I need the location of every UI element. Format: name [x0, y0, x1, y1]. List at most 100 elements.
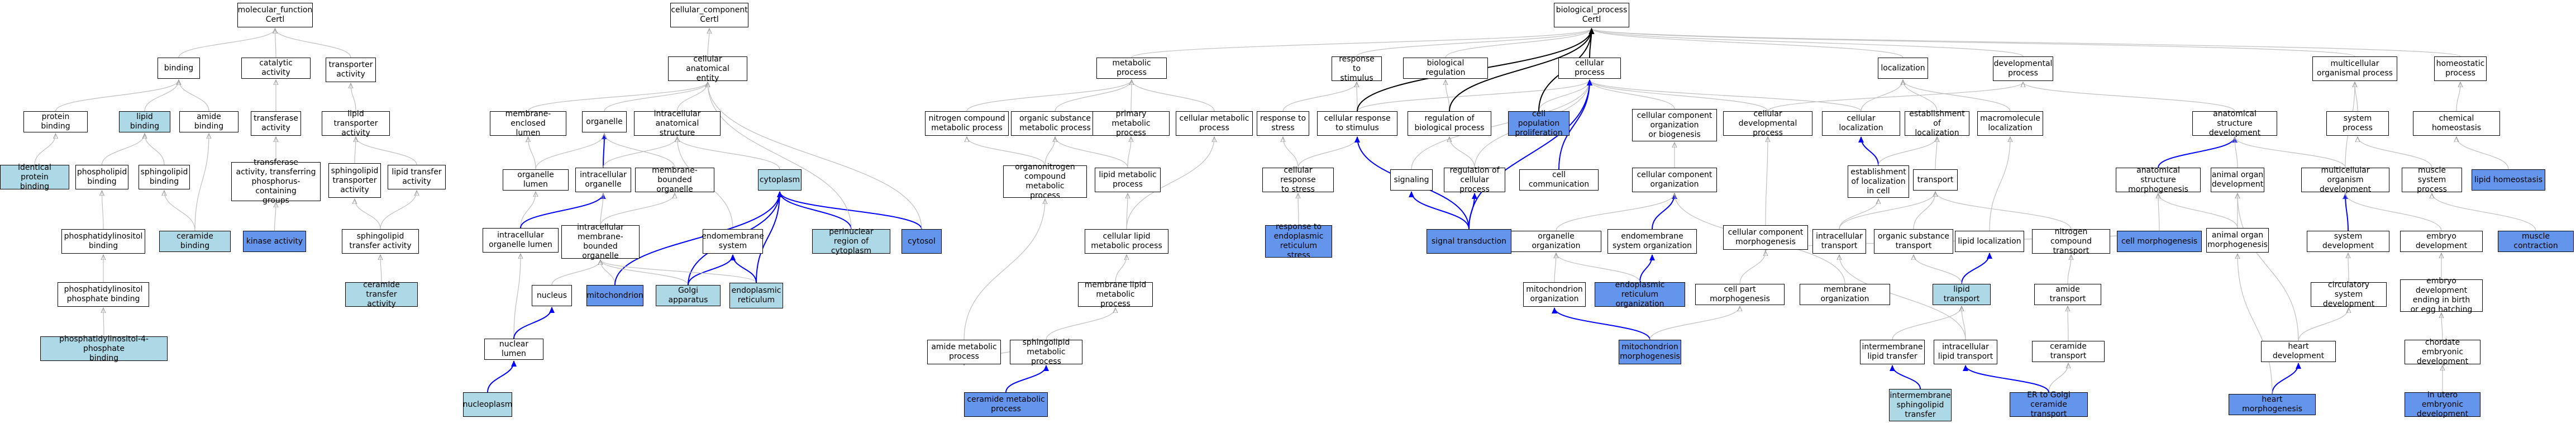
edge-muscle_contraction-to-muscle_system [2432, 193, 2536, 231]
node-circulatory-system-development: circulatory system development [2311, 281, 2387, 308]
edge-mito_morph-to-cell_part_morph [1649, 306, 1740, 340]
node-nitrogen-compound-transport: nitrogen compound transport [2032, 227, 2110, 255]
edge-lipid_transport-to-lipid_localization [1961, 253, 1992, 284]
node-intracellular-membrane-bounded-organelle: intracellular membrane-bounded organelle [561, 223, 640, 260]
node-nucleus: nucleus [532, 285, 572, 306]
edge-ic_organelle_lumen-to-organelle_lumen [520, 192, 536, 229]
node-cell-part-morphogenesis: cell part morphogenesis [1695, 284, 1785, 305]
node-embryo-development: embryo development [2400, 231, 2483, 252]
node-endoplasmic-reticulum: endoplasmic reticulum [729, 283, 783, 308]
edge-cell_dev-to-cellular_process [1590, 80, 1768, 112]
node-in-utero-embryonic-development: in utero embryonic development [2405, 391, 2480, 419]
node-regulation-of-cellular-process: regulation of cellular process [1444, 166, 1505, 194]
edge-protein_binding-to-binding [55, 80, 179, 112]
edge-sphingolipid_transporter-to-lipid_transporter [355, 137, 356, 164]
edge-ceramide_binding-to-sphingolipid_binding [164, 191, 195, 231]
edge-lipid_localization-to-macromol_loc [1989, 137, 2010, 231]
edge-ic_organelle-to-ic_anat [603, 137, 678, 168]
node-chordate-embryonic-development: chordate embryonic development [2405, 338, 2480, 366]
edge-bio_reg-to-bp [1445, 28, 1592, 58]
node-muscle-contraction: muscle contraction [2498, 231, 2574, 252]
edge-metabolic-to-bp [1131, 28, 1592, 58]
node-cellular-response-to-stimulus: cellular response to stimulus [1317, 111, 1397, 136]
node-perinuclear-region: perinuclear region of cytoplasm [812, 227, 890, 255]
node-mitochondrion-organization: mitochondrion organization [1523, 282, 1586, 307]
edge-binding-to-mf [178, 28, 275, 58]
node-nucleoplasm: nucleoplasm [463, 392, 512, 417]
edge-cellular_process-to-bp [1588, 28, 1595, 58]
node-transferase-phosphorus: transferase activity, transferring phosp… [231, 158, 321, 205]
node-metabolic-process: metabolic process [1096, 58, 1167, 79]
edge-cytosol-to-cytoplasm [777, 191, 922, 230]
edge-reg_bio-to-bio_reg [1446, 80, 1450, 112]
node-primary-metabolic: primary metabolic process [1093, 110, 1170, 137]
node-cell-morphogenesis: cell morphogenesis [2117, 231, 2202, 252]
node-heart-morphogenesis: heart morphogenesis [2229, 394, 2316, 415]
edge-cell_morph-to-anat_struct_morph [2158, 193, 2159, 231]
node-homeostatic-process: homeostatic process [2434, 56, 2487, 81]
edge-er_golgi_ceramide-to-ceramide_transport [2048, 363, 2068, 393]
edge-cell_part_morph-to-cc_morph [1739, 251, 1766, 284]
edge-cell_resp_stimulus-to-cellular_process [1357, 80, 1590, 112]
edge-mb_organelle-to-organelle [604, 134, 675, 168]
node-signal-transduction: signal transduction [1427, 229, 1511, 254]
node-intracellular-anatomical-structure: intracellular anatomical structure [634, 110, 721, 137]
edge-mito_morph-to-mito_org [1552, 307, 1650, 340]
node-organelle: organelle [582, 111, 627, 132]
edge-intermembrane_sphingolipid-to-intermembrane_transfer [1890, 365, 1921, 389]
node-membrane-enclosed-lumen: membrane-enclosed lumen [490, 110, 566, 137]
edge-organic_subst_transport-to-transport [1913, 192, 1935, 230]
node-ceramide-transport: ceramide transport [2032, 341, 2105, 362]
node-organic-substance-transport: organic substance transport [1874, 229, 1953, 254]
edge-response_stimulus-to-bp [1356, 28, 1592, 57]
node-catalytic-activity: catalytic activity [241, 58, 311, 79]
node-cellular-lipid-metabolic: cellular lipid metabolic process [1085, 229, 1168, 254]
node-lipid-transport: lipid transport [1933, 284, 1991, 305]
node-organic-substance-metabolic: organic substance metabolic process [1011, 111, 1099, 136]
edge-heart_dev-to-circ_system_dev [2298, 308, 2349, 341]
node-anatomical-structure-development: anatomical structure development [2192, 110, 2277, 137]
edge-perinuclear-to-cae [708, 82, 852, 230]
node-intracellular-transport: intracellular transport [1812, 229, 1866, 254]
edge-ic_lipid_transport-to-ic_transport [1839, 255, 1966, 340]
edge-chordate_embryonic-to-embryo_dev_birth [2441, 313, 2443, 340]
node-biological-regulation: biological regulation [1403, 58, 1488, 79]
edge-primary_met-to-metabolic [1131, 80, 1132, 112]
node-sphingolipid-binding: sphingolipid binding [139, 165, 190, 189]
edge-phospholipid_binding-to-lipid_binding [101, 134, 145, 165]
edge-lipid_homeostasis-to-chem_homeostasis [2456, 137, 2509, 170]
edge-reg_cell_proc-to-reg_bio [1449, 137, 1475, 168]
node-intermembrane-lipid-transfer: intermembrane lipid transfer [1860, 340, 1925, 364]
node-response-to-stimulus: response to stimulus [1332, 55, 1382, 83]
edge-ptdins_binding-to-phospholipid_binding [102, 191, 104, 230]
edge-macromol_loc-to-localization [1903, 80, 2011, 112]
edge-cell_resp_stress-to-response_stress [1283, 137, 1299, 168]
node-sphingolipid-metabolic: sphingolipid metabolic process [1010, 338, 1082, 366]
edge-developmental-to-bp [1592, 28, 2024, 57]
node-ceramide-binding: ceramide binding [159, 231, 231, 252]
edge-er-to-endomembrane [730, 254, 757, 283]
edge-heart_dev-to-animal_organ_dev [2238, 193, 2299, 341]
edge-organic_subst_met-to-metabolic [1055, 80, 1132, 112]
node-amide-transport: amide transport [2034, 284, 2101, 305]
edge-signal_transduction-to-signaling [1409, 191, 1470, 230]
node-cellular-process: cellular process [1558, 58, 1621, 79]
edge-cc_morph-to-cell_dev [1766, 137, 1768, 226]
node-intracellular-lipid-transport: intracellular lipid transport [1934, 340, 1997, 364]
node-cc-organization-or-biogenesis: cellular component organization or bioge… [1632, 109, 1717, 141]
edge-cellular_loc-to-localization [1861, 80, 1903, 112]
edge-response_stress-to-response_stimulus [1282, 82, 1357, 112]
edge-cytosol-to-cae [708, 82, 922, 230]
node-localization: localization [1878, 58, 1928, 79]
edge-ceramide_met-to-sphingolipid_met [1005, 365, 1049, 393]
node-establishment-of-localization: establishment of localization [1905, 110, 1969, 137]
edge-catalytic-to-mf [275, 28, 276, 58]
node-endomembrane-system: endomembrane system [702, 229, 764, 254]
edge-er-to-ic_mb_organelle [600, 260, 757, 283]
node-lipid-localization: lipid localization [1955, 231, 2024, 252]
node-transport: transport [1913, 169, 1958, 191]
node-intracellular-organelle: intracellular organelle [575, 168, 631, 192]
node-molecular-function-root: molecular_function Certl [237, 3, 313, 27]
edge-er_org-to-organelle_org [1556, 253, 1640, 283]
edge-endomembrane_org-to-cc_org [1652, 193, 1677, 230]
